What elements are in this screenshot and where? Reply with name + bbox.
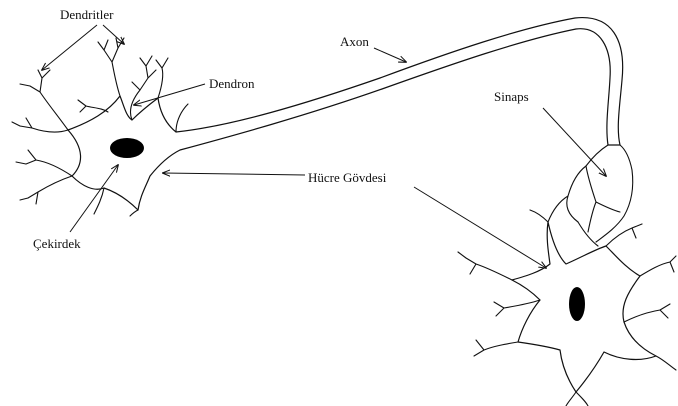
axon-terminal-branches (548, 145, 633, 246)
axon-arrow (374, 48, 406, 62)
dendrites-arrow-left (42, 25, 97, 70)
left-nucleus (110, 138, 144, 158)
synapse-arrow (543, 108, 606, 176)
right-nucleus (569, 287, 585, 321)
label-axon: Axon (340, 34, 369, 49)
cell-body-arrow-right (414, 187, 546, 268)
label-nucleus: Çekirdek (33, 236, 81, 251)
dendrites-arrow-right (103, 25, 124, 44)
label-synapse: Sinaps (494, 89, 529, 104)
label-cell-body: Hücre Gövdesi (308, 170, 387, 185)
cell-body-arrow-left (163, 173, 305, 175)
label-dendron: Dendron (209, 76, 255, 91)
dendron-arrow (134, 84, 205, 105)
label-dendrites: Dendritler (60, 7, 114, 22)
